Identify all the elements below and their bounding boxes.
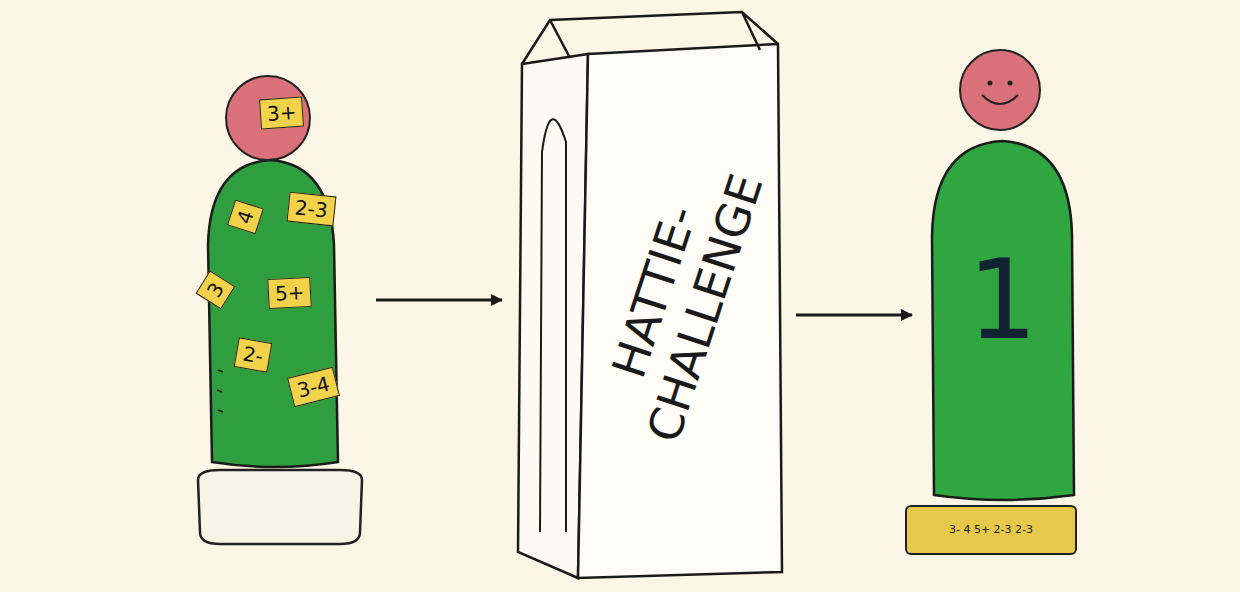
statue-head	[960, 50, 1040, 130]
grade-text: 4	[232, 207, 259, 227]
statue-body	[208, 160, 338, 467]
box-fold	[540, 119, 566, 532]
statue-figure	[190, 70, 370, 550]
grade-note: 2-3	[287, 192, 337, 227]
box-side	[518, 54, 588, 578]
body-marks	[217, 370, 223, 412]
plinth-grades: 3- 4 5+ 2-3 2-3	[943, 520, 1039, 540]
grade-text: 5+	[274, 280, 305, 306]
eye	[1008, 81, 1013, 86]
box-flaps	[522, 12, 778, 64]
flow-arrow	[796, 314, 912, 317]
statue-head	[226, 76, 310, 160]
grade-text: 3-4	[295, 371, 333, 402]
grade-text: 2-	[241, 341, 265, 368]
smile	[982, 95, 1018, 104]
grade-text: 3	[202, 278, 229, 302]
grade-text: 3+	[266, 100, 297, 126]
grade-one: 1	[920, 245, 1085, 355]
eye	[988, 81, 993, 86]
challenge-box: HATTIE- CHALLENGE	[510, 12, 790, 582]
grade-text: 2-3	[294, 195, 329, 222]
plinth	[198, 470, 362, 544]
grade-plinth: 3- 4 5+ 2-3 2-3	[905, 505, 1077, 555]
box-front	[578, 44, 782, 578]
grade-note: 2-	[234, 337, 273, 372]
grade-note: 3+	[259, 97, 304, 130]
statue-figure: 1 3- 4 5+ 2-3 2-3	[920, 45, 1085, 565]
statue-figure: 3+ 4 2-3 3 5+ 2- 3-4	[190, 70, 370, 550]
grade-note: 5+	[267, 277, 312, 309]
flow-arrow	[376, 299, 502, 302]
